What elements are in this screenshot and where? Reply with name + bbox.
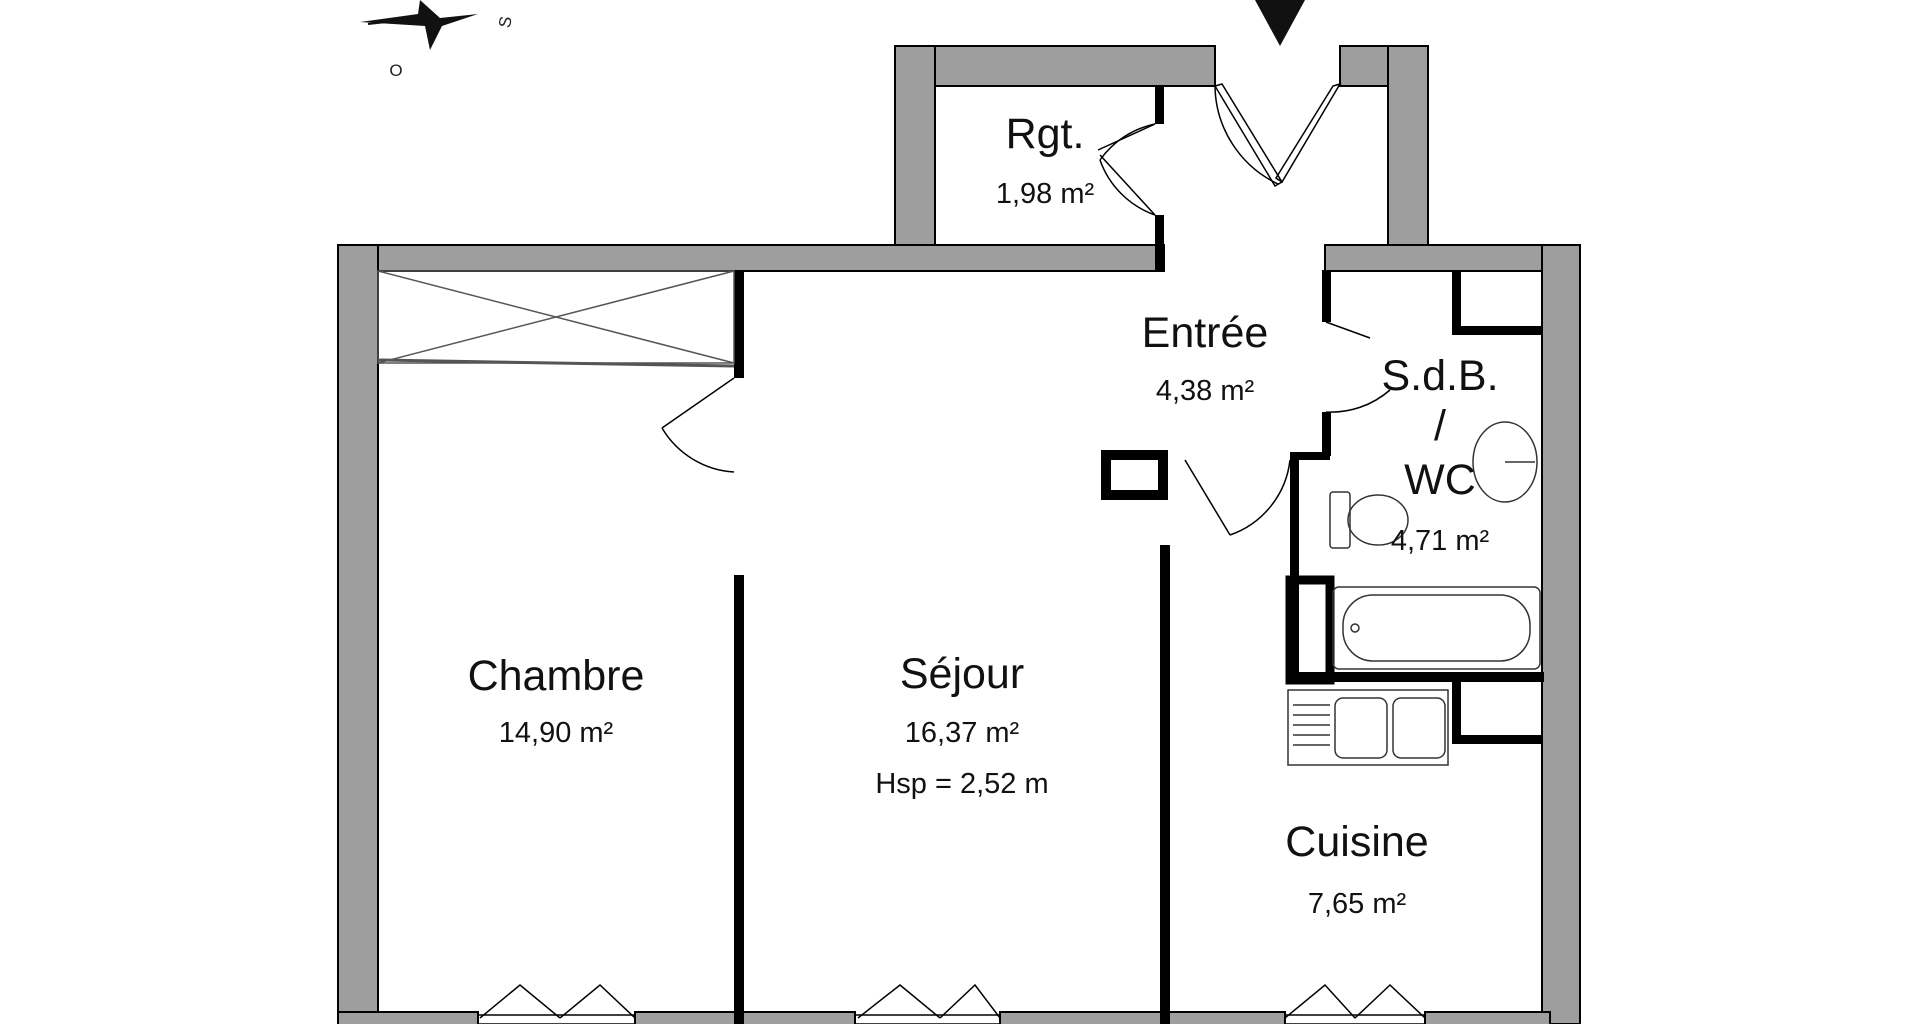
compass-south-label: S: [495, 15, 516, 29]
room-area-cuisine: 7,65 m²: [1308, 888, 1407, 920]
entrance-arrow-icon: [1255, 0, 1305, 46]
kitchen-sink-icon: [1287, 689, 1449, 766]
exterior-walls: [337, 45, 1581, 1024]
compass-west-label: O: [389, 61, 402, 80]
room-name-chambre: Chambre: [468, 652, 645, 700]
ceiling-height-sejour: Hsp = 2,52 m: [875, 768, 1048, 800]
bathroom-fixtures: [1329, 421, 1541, 670]
room-name-sejour: Séjour: [900, 650, 1024, 698]
washbasin-icon: [1472, 421, 1538, 503]
room-area-sdb: 4,71 m²: [1391, 525, 1490, 557]
room-area-entree: 4,38 m²: [1156, 375, 1255, 407]
room-area-sejour: 16,37 m²: [905, 717, 1020, 749]
room-area-rgt: 1,98 m²: [996, 178, 1095, 210]
room-name-entree: Entrée: [1142, 309, 1269, 357]
doors: [477, 82, 1426, 1024]
room-name-cuisine: Cuisine: [1285, 818, 1428, 866]
interior-partitions: [734, 86, 1544, 1024]
compass-rose-icon: O S: [360, 0, 516, 80]
room-name-sdb-line2: /: [1434, 402, 1446, 450]
room-area-chambre: 14,90 m²: [499, 717, 614, 749]
bathtub-icon: [1332, 586, 1541, 670]
room-labels: Rgt. 1,98 m² Entrée 4,38 m² S.d.B. / WC …: [468, 110, 1499, 920]
room-name-sdb-line1: S.d.B.: [1381, 352, 1498, 400]
wardrobe: [377, 270, 735, 368]
room-name-rgt: Rgt.: [1006, 110, 1085, 158]
room-name-sdb-line3: WC: [1404, 456, 1476, 504]
